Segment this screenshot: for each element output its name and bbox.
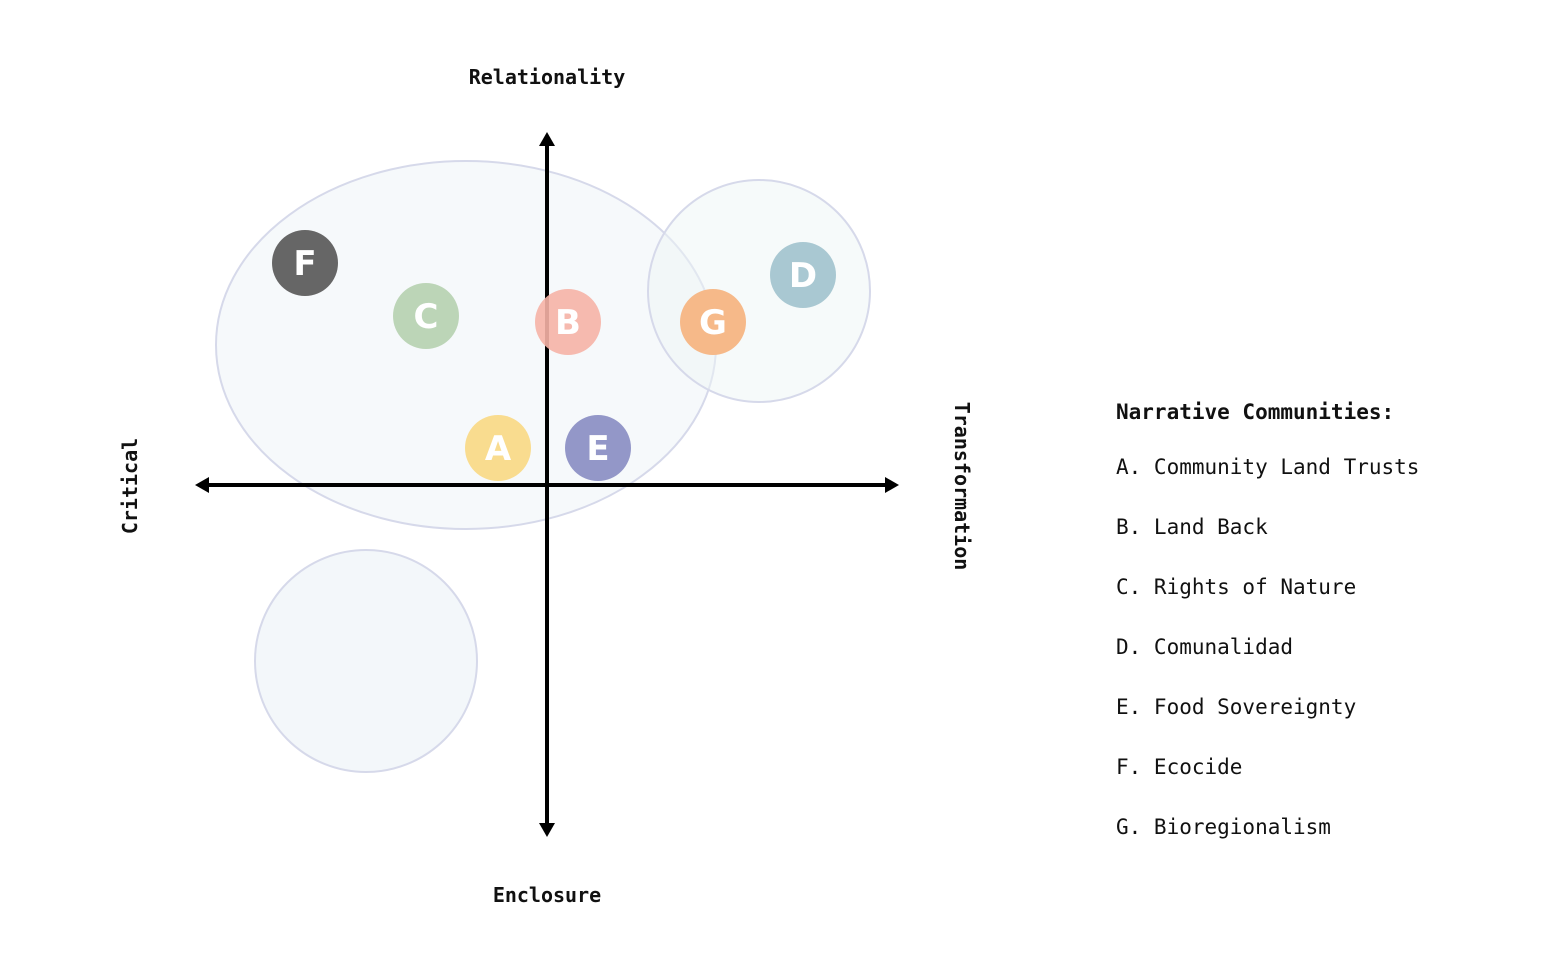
bubble-g: G bbox=[680, 289, 746, 355]
arrow-down-icon bbox=[539, 823, 555, 837]
legend-item-b: B. Land Back bbox=[1116, 515, 1268, 539]
bubble-letter: E bbox=[586, 429, 609, 469]
bubble-c: C bbox=[393, 283, 459, 349]
cluster-region-large bbox=[215, 160, 717, 530]
legend-item-f: F. Ecocide bbox=[1116, 755, 1243, 779]
axis-label-bottom: Enclosure bbox=[493, 883, 601, 907]
bubble-e: E bbox=[565, 415, 631, 481]
legend-item-g: G. Bioregionalism bbox=[1116, 815, 1331, 839]
legend-title: Narrative Communities: bbox=[1116, 400, 1395, 424]
legend-item-e: E. Food Sovereignty bbox=[1116, 695, 1357, 719]
vertical-axis bbox=[539, 132, 555, 837]
bubble-letter: G bbox=[699, 303, 727, 343]
legend: Narrative Communities: A. Community Land… bbox=[1116, 400, 1419, 872]
axis-label-right: Transformation bbox=[950, 402, 974, 571]
bubble-circle bbox=[393, 283, 459, 349]
bubble-circle bbox=[272, 230, 338, 296]
bubble-d: D bbox=[770, 242, 836, 308]
bubble-letter: D bbox=[789, 256, 817, 296]
legend-item-c: C. Rights of Nature bbox=[1116, 575, 1357, 599]
bubble-letter: B bbox=[555, 303, 581, 343]
cluster-region-right bbox=[647, 179, 871, 403]
bubble-circle bbox=[465, 415, 531, 481]
bubble-f: F bbox=[272, 230, 338, 296]
legend-item-a: A. Community Land Trusts bbox=[1116, 455, 1420, 479]
bubble-letter: A bbox=[485, 429, 512, 469]
bubble-circle bbox=[565, 415, 631, 481]
arrow-left-icon bbox=[195, 477, 209, 493]
axis-label-top: Relationality bbox=[469, 65, 626, 89]
axis-label-left: Critical bbox=[118, 438, 142, 534]
bubble-circle bbox=[535, 289, 601, 355]
bubble-b: B bbox=[535, 289, 601, 355]
bubble-circle bbox=[770, 242, 836, 308]
arrow-up-icon bbox=[539, 132, 555, 146]
arrow-right-icon bbox=[885, 477, 899, 493]
bubble-letter: F bbox=[293, 244, 316, 284]
bubble-a: A bbox=[465, 415, 531, 481]
bubble-circle bbox=[680, 289, 746, 355]
cluster-region-lower bbox=[254, 549, 478, 773]
legend-item-d: D. Comunalidad bbox=[1116, 635, 1294, 659]
bubble-letter: C bbox=[414, 297, 439, 337]
